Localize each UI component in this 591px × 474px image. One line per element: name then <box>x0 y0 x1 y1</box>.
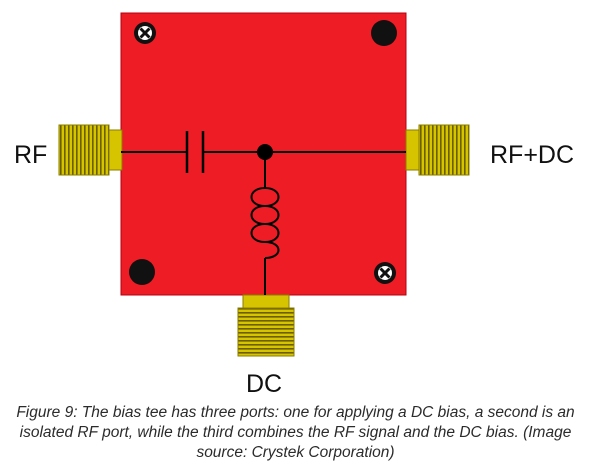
rf-connector <box>58 124 123 176</box>
bias-tee-diagram: RF RF+DC DC <box>14 12 574 398</box>
rf-dc-port-label: RF+DC <box>490 141 574 169</box>
screw-icon-bottom-right <box>374 262 396 284</box>
screw-icon-top-left <box>134 22 156 44</box>
junction-node <box>257 144 273 160</box>
mounting-hole-bottom-left <box>129 259 155 285</box>
figure-caption: Figure 9: The bias tee has three ports: … <box>16 404 575 461</box>
inductor-symbol <box>250 187 280 259</box>
dc-port-label: DC <box>246 370 282 398</box>
dc-connector <box>237 294 295 357</box>
rf-port-label: RF <box>14 141 47 169</box>
mounting-hole-top-right <box>371 20 397 46</box>
rf-dc-connector <box>405 124 470 176</box>
capacitor-symbol <box>185 131 205 173</box>
